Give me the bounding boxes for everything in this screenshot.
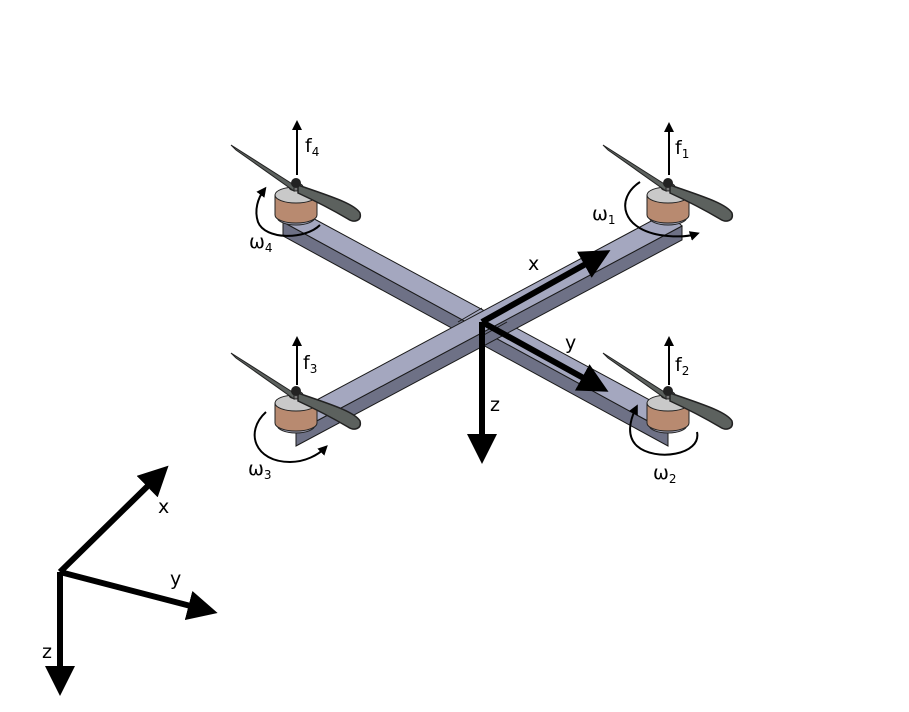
propeller-blade-left <box>602 352 667 400</box>
force-label-2: f2 <box>675 354 689 378</box>
hub-cap <box>663 386 673 396</box>
rotation-arrow-3 <box>253 411 328 464</box>
body-z-label: z <box>490 394 500 416</box>
omega-label-1: ω1 <box>592 203 616 227</box>
propeller-blade-left <box>230 144 295 192</box>
hub-cap <box>291 386 301 396</box>
rotor-1 <box>602 144 734 226</box>
body-x-axis-arrow <box>480 250 611 325</box>
body-x-label: x <box>528 253 539 275</box>
propeller-blade-right <box>669 391 734 430</box>
propeller-blade-left <box>230 352 295 400</box>
force-label-4: f4 <box>305 135 319 159</box>
propeller-blade-right <box>669 183 734 222</box>
hub-cap <box>663 178 673 188</box>
propeller-blade-right <box>297 391 362 430</box>
rotation-arrow-1 <box>624 181 700 241</box>
body-frame-axes <box>467 250 611 464</box>
inertial-frame-axes <box>45 465 218 696</box>
rotation-arrow-4 <box>255 186 321 237</box>
force-label-1: f1 <box>675 137 689 161</box>
omega-label-4: ω4 <box>249 231 273 255</box>
inertial-x-label: x <box>158 496 169 518</box>
rotor-2 <box>602 352 734 434</box>
force-label-3: f3 <box>303 352 317 376</box>
rotor-3 <box>230 352 362 434</box>
body-y-label: y <box>565 332 576 354</box>
inertial-x-axis-arrow <box>57 465 169 575</box>
body-y-axis-arrow <box>480 319 609 392</box>
omega-label-3: ω3 <box>248 458 272 482</box>
hub-cap <box>291 178 301 188</box>
inertial-z-label: z <box>42 641 52 663</box>
inertial-y-axis-arrow <box>59 569 218 620</box>
propeller-blade-right <box>297 183 362 222</box>
inertial-y-label: y <box>170 568 181 590</box>
omega-label-2: ω2 <box>653 462 677 486</box>
rotor-4 <box>230 144 362 226</box>
propeller-blade-left <box>602 144 667 192</box>
rotation-arrow-2 <box>628 404 699 456</box>
hub-edge <box>457 307 483 323</box>
